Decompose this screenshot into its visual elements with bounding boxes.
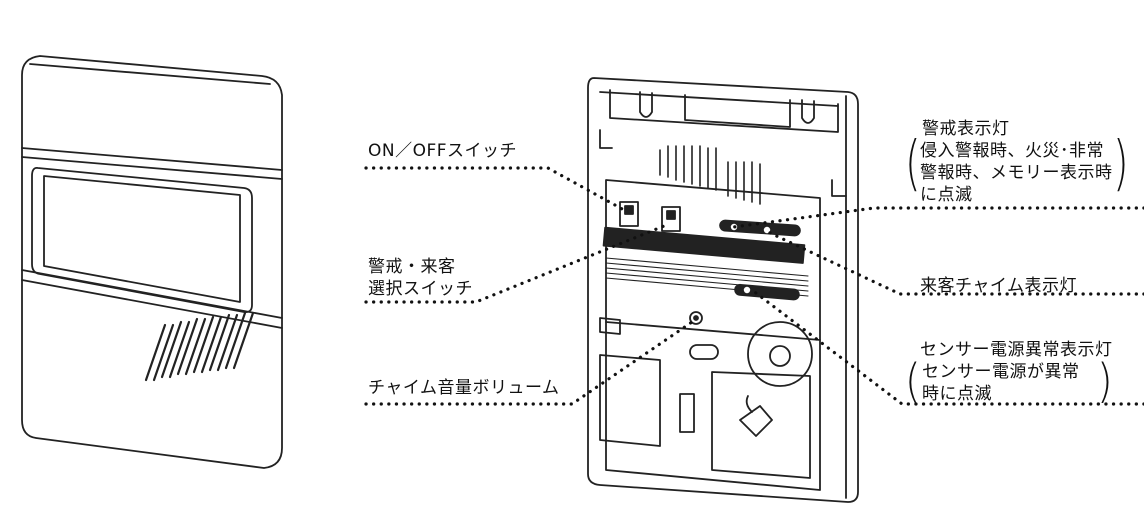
sensor-lamp-label: センサー電源異常表示灯	[920, 340, 1113, 360]
chime-volume-label: チャイム音量ボリューム	[368, 378, 560, 398]
chime-lamp-label: 来客チャイム表示灯	[920, 276, 1077, 296]
base-unit	[587, 77, 859, 503]
front-cover-unit	[21, 55, 283, 469]
alarm-lamp-note-line3: に点滅	[920, 185, 973, 205]
alarm-lamp-note-line2: 警報時、メモリー表示時	[920, 163, 1113, 183]
sensor-lamp-note-line2: 時に点滅	[922, 384, 992, 404]
sensor-lamp-open-paren: (	[905, 355, 921, 409]
mode-switch-label-line1: 警戒・来客	[368, 257, 456, 277]
alarm-lamp-note-line1: 侵入警報時、火災･非常	[920, 141, 1104, 161]
on-off-switch-label: ON／OFFスイッチ	[368, 141, 518, 161]
alarm-lamp-close-paren: )	[1113, 129, 1129, 199]
alarm-lamp-open-paren: (	[905, 129, 921, 199]
sensor-lamp-close-paren: )	[1097, 355, 1113, 409]
sensor-lamp-note-line1: センサー電源が異常	[922, 362, 1080, 382]
alarm-lamp-label: 警戒表示灯	[922, 119, 1010, 139]
mode-switch-label-line2: 選択スイッチ	[368, 279, 473, 299]
leader-lines	[364, 166, 1144, 406]
